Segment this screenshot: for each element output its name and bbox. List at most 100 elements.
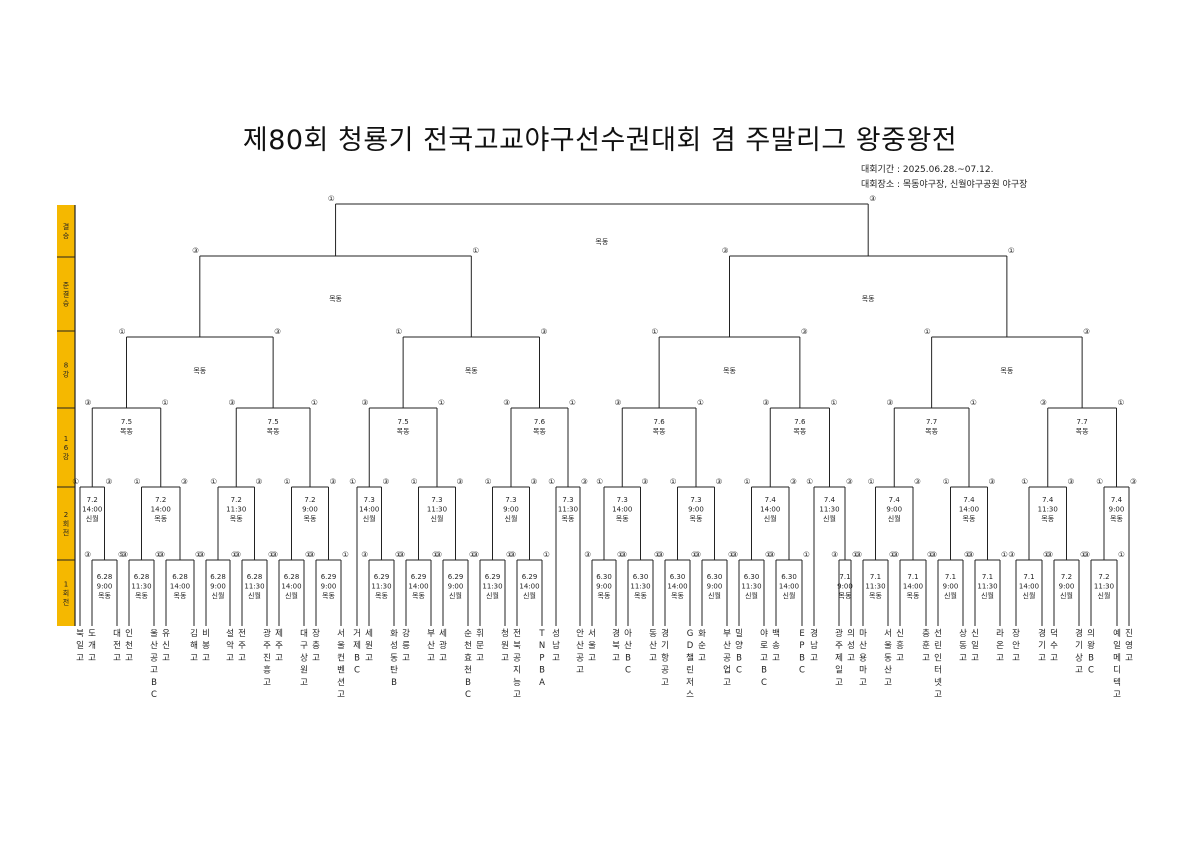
team-name: 라: [996, 629, 1004, 639]
team-name: 고: [263, 678, 271, 688]
match-info: 14:00: [612, 506, 632, 514]
team-name: 동: [390, 653, 398, 663]
score: ③: [531, 477, 538, 486]
match-info: 목동: [562, 515, 575, 523]
team-name: 울: [588, 641, 596, 651]
score: ①: [697, 398, 704, 407]
team-name: 구: [300, 641, 308, 651]
match-info: 7.4: [1111, 496, 1123, 504]
match-info: 14:00: [959, 506, 979, 514]
team-name: 휘: [476, 628, 484, 639]
score: ①: [927, 550, 934, 559]
score: ①: [670, 477, 677, 486]
team-name: 고: [959, 653, 967, 663]
page-title: 제80회 청룡기 전국고교야구선수권대회 겸 주말리그 왕중왕전: [242, 125, 958, 156]
team-name: 고: [513, 690, 521, 700]
match-info: 목동: [193, 367, 206, 375]
team-name: 주: [263, 641, 271, 651]
team-name: 수: [1050, 641, 1058, 651]
team-name: 고: [337, 690, 345, 700]
tournament-period: 대회기간 : 2025.06.28.~07.12.: [861, 165, 994, 175]
score: ①: [806, 477, 813, 486]
score: ①: [691, 550, 698, 559]
match-info: 신월: [888, 514, 901, 523]
match-info: 11:30: [482, 583, 502, 591]
team-name: 고: [1012, 653, 1020, 663]
match-info: 6.28: [97, 573, 113, 581]
match-info: 6.30: [633, 573, 649, 581]
match-info: 9:00: [688, 506, 704, 514]
team-name: 넷: [934, 678, 942, 688]
score: ①: [654, 550, 661, 559]
team-name: 김: [190, 628, 198, 639]
match-info: 목동: [723, 367, 736, 375]
score: ③: [831, 550, 838, 559]
team-name: 고: [1125, 653, 1133, 663]
score: ③: [503, 398, 510, 407]
match-info: 목동: [793, 428, 806, 436]
match-info: 7.1: [1023, 573, 1034, 581]
score: ①: [210, 477, 217, 486]
round-label: 결: [63, 290, 69, 299]
score: ③: [1083, 327, 1090, 336]
score: ①: [438, 398, 445, 407]
team-name: 백: [772, 628, 780, 639]
match-info: 신월: [823, 514, 836, 523]
match-info: 6.29: [411, 573, 427, 581]
score: ①: [617, 550, 624, 559]
match-info: 14:00: [281, 583, 301, 591]
match-info: 목동: [267, 428, 280, 436]
round-label: 회: [63, 590, 69, 598]
match-info: 7.4: [889, 496, 901, 504]
team-name: 거: [353, 629, 361, 639]
team-name: 지: [513, 666, 521, 676]
match-info: 7.1: [982, 573, 993, 581]
match-info: 신월: [1060, 591, 1073, 600]
score: ①: [195, 550, 202, 559]
match-info: 11:30: [819, 506, 839, 514]
team-name: 북: [76, 629, 84, 639]
score: ①: [395, 327, 402, 336]
score: ③: [763, 398, 770, 407]
score: ①: [119, 327, 126, 336]
team-name: 능: [513, 678, 521, 688]
match-info: 7.3: [617, 496, 628, 504]
score: ①: [231, 550, 238, 559]
team-name: 전: [513, 628, 521, 639]
match-info: 6.29: [374, 573, 390, 581]
match-info: 6.30: [596, 573, 612, 581]
team-name: 대: [113, 629, 121, 639]
team-name: 경: [1038, 628, 1046, 639]
score: ③: [989, 477, 996, 486]
match-info: 7.1: [907, 573, 918, 581]
match-info: 신월: [449, 591, 462, 600]
match-info: 14:00: [1019, 583, 1039, 591]
match-info: 신월: [783, 591, 796, 600]
team-name: B: [151, 678, 157, 688]
score: ①: [469, 550, 476, 559]
score: ③: [1068, 477, 1075, 486]
team-name: 벤: [337, 665, 345, 676]
match-info: 9:00: [503, 506, 519, 514]
score: ③: [106, 477, 113, 486]
team-name: 디: [1113, 666, 1121, 676]
score: ③: [192, 246, 199, 255]
team-name: 장: [312, 628, 320, 639]
team-name: 고: [723, 678, 731, 688]
score: ③: [1046, 550, 1053, 559]
team-name: 세: [365, 629, 373, 639]
score: ③: [84, 550, 91, 559]
match-info: 7.3: [431, 496, 442, 504]
team-name: 고: [612, 653, 620, 663]
team-name: 고: [996, 653, 1004, 663]
team-name: B: [799, 653, 805, 663]
match-info: 7.3: [690, 496, 701, 504]
match-info: 11:30: [630, 583, 650, 591]
score: ①: [889, 550, 896, 559]
team-name: C: [354, 666, 360, 676]
match-info: 7.7: [1077, 418, 1088, 426]
team-name: 의: [1087, 628, 1095, 639]
match-info: 목동: [533, 428, 546, 436]
team-name: 울: [337, 641, 345, 651]
team-name: 신: [971, 629, 979, 639]
